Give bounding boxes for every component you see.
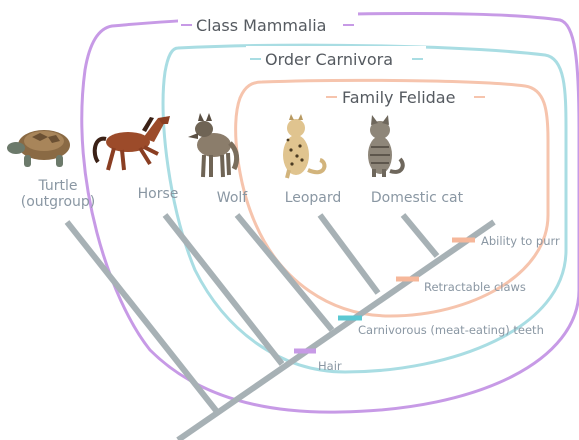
family-felidae-label: Family Felidae — [342, 88, 455, 107]
trait-hair-label: Hair — [318, 359, 342, 373]
horse-label: Horse — [138, 186, 179, 202]
horse-icon — [95, 116, 170, 170]
cat-icon — [368, 115, 403, 177]
turtle-icon — [7, 130, 70, 167]
trait-teeth-label: Carnivorous (meat-eating) teeth — [358, 323, 544, 337]
branch-cat — [403, 215, 437, 256]
domestic-cat-label: Domestic cat — [371, 190, 464, 206]
turtle-outgroup-label: (outgroup) — [21, 194, 96, 210]
class-mammalia-label: Class Mammalia — [196, 16, 326, 35]
leopard-label: Leopard — [285, 190, 342, 206]
wolf-icon — [188, 113, 237, 177]
trait-claws-label: Retractable claws — [424, 280, 526, 294]
trait-purr-label: Ability to purr — [481, 234, 560, 248]
turtle-label: Turtle — [37, 178, 77, 194]
order-carnivora-label: Order Carnivora — [265, 50, 393, 69]
branch-leopard — [320, 215, 378, 293]
branch-horse — [165, 215, 282, 364]
wolf-label: Wolf — [217, 190, 248, 206]
branch-wolf — [237, 215, 332, 330]
leopard-icon — [283, 114, 324, 178]
mammalia-outline — [82, 13, 579, 412]
